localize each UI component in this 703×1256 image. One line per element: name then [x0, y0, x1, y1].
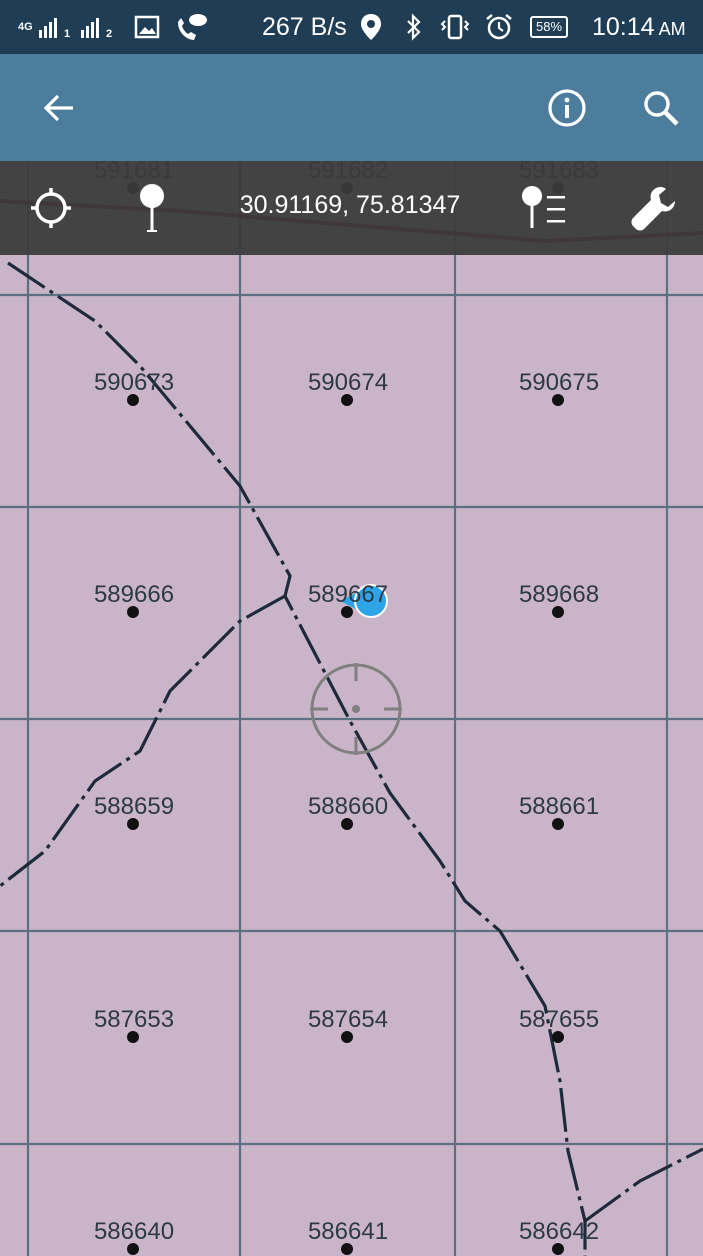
battery-level: 58% [530, 16, 569, 38]
map-crosshair-icon [310, 663, 402, 755]
search-button[interactable] [631, 78, 691, 138]
grid-cell-label: 589668 [518, 581, 600, 608]
grid-cell-label: 587653 [93, 1006, 175, 1033]
image-icon [134, 0, 160, 54]
info-button[interactable] [537, 78, 597, 138]
grid-cell-label: 588659 [93, 793, 175, 820]
network-type-label: 4G [18, 20, 33, 33]
crosshair-icon [31, 188, 71, 228]
sim2-label: 2 [106, 27, 113, 40]
current-location-icon [340, 584, 388, 618]
grid-cell-label: 587655 [518, 1006, 600, 1033]
map-tool-bar: 30.91169, 75.81347 [0, 161, 703, 255]
grid-cell-label: 586640 [93, 1218, 175, 1245]
bluetooth-icon [404, 0, 424, 54]
wrench-icon [631, 187, 675, 231]
drop-pin-button[interactable] [120, 176, 184, 240]
back-button[interactable] [29, 78, 89, 138]
signal-icon: 1 [38, 0, 70, 54]
clock: 10:14 AM [592, 0, 686, 54]
time-ampm: AM [658, 18, 686, 39]
wifi-call-icon [174, 0, 208, 54]
coordinates-readout: 30.91169, 75.81347 [239, 191, 461, 219]
grid-cell-label: 589666 [93, 581, 175, 608]
alarm-icon [484, 0, 514, 54]
status-bar: 4G 1 2 267 B/s 58% 10:14 AM [0, 0, 703, 54]
location-icon [360, 0, 382, 54]
data-rate-text: 267 B/s [262, 12, 347, 41]
map-view[interactable]: 591681 591682 591683 590673 590674 59067… [0, 161, 703, 1256]
my-location-button[interactable] [19, 176, 83, 240]
battery-icon: 58% [530, 0, 569, 54]
pin-list-button[interactable] [512, 176, 576, 240]
grid-cell-label: 587654 [307, 1006, 389, 1033]
network-type: 4G [18, 0, 33, 54]
sim1-label: 1 [64, 27, 71, 40]
grid-cell-label: 588661 [518, 793, 600, 820]
road-lines [0, 261, 703, 1256]
grid-lines [0, 161, 703, 1256]
grid-cell-label: 586642 [518, 1218, 600, 1245]
time-text: 10:14 [592, 12, 655, 41]
map-canvas[interactable] [0, 161, 703, 1256]
grid-cell-label: 590674 [307, 369, 389, 396]
grid-cell-label: 590673 [93, 369, 175, 396]
grid-cell-label: 589667 [307, 581, 389, 608]
signal-icon: 2 [80, 0, 112, 54]
grid-cell-label: 590675 [518, 369, 600, 396]
search-icon [644, 91, 679, 126]
back-arrow-icon [43, 94, 73, 122]
app-bar [0, 54, 703, 161]
data-rate: 267 B/s [262, 0, 347, 54]
pin-list-icon [522, 186, 565, 228]
info-icon [548, 89, 586, 127]
grid-cell-label: 586641 [307, 1218, 389, 1245]
grid-cell-label: 588660 [307, 793, 389, 820]
vibrate-icon [440, 0, 470, 54]
pin-icon [140, 184, 164, 232]
settings-button[interactable] [622, 176, 686, 240]
